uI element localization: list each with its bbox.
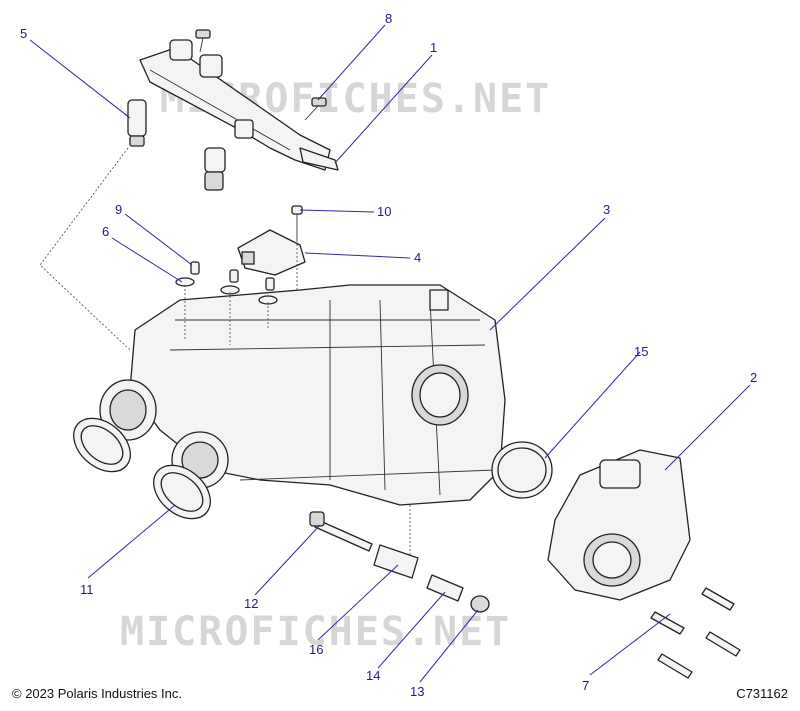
leader-lines <box>29 24 751 683</box>
rail-bolts <box>195 29 327 121</box>
small-fasteners <box>175 261 278 305</box>
hose-clamps <box>73 417 211 520</box>
fuel-injectors <box>127 99 226 191</box>
callout-8: 8 <box>385 11 392 26</box>
callout-3: 3 <box>603 202 610 217</box>
callout-4: 4 <box>414 250 421 265</box>
callout-9: 9 <box>115 202 122 217</box>
intake-manifold <box>99 284 506 506</box>
map-sensor <box>237 205 306 276</box>
throttle-gasket <box>491 441 553 499</box>
callout-labels: 1 2 3 4 5 6 7 8 9 10 11 12 13 14 15 16 <box>20 11 757 699</box>
callout-11: 11 <box>80 582 94 597</box>
callout-7: 7 <box>582 678 589 693</box>
callout-13: 13 <box>410 684 424 699</box>
callout-15: 15 <box>634 344 648 359</box>
callout-6: 6 <box>102 224 109 239</box>
fuel-rail <box>139 39 339 171</box>
watermark-bottom: MICROFICHES.NET <box>120 609 511 655</box>
throttle-bolts <box>650 587 741 679</box>
callout-10: 10 <box>377 204 391 219</box>
copyright-text: © 2023 Polaris Industries Inc. <box>12 686 182 701</box>
figure-id: C731162 <box>736 686 788 701</box>
mounting-hardware <box>309 511 490 613</box>
callout-16: 16 <box>309 642 323 657</box>
callout-5: 5 <box>20 26 27 41</box>
callout-1: 1 <box>430 40 437 55</box>
callout-2: 2 <box>750 370 757 385</box>
throttle-body <box>547 449 691 601</box>
callout-14: 14 <box>366 668 380 683</box>
callout-12: 12 <box>244 596 258 611</box>
